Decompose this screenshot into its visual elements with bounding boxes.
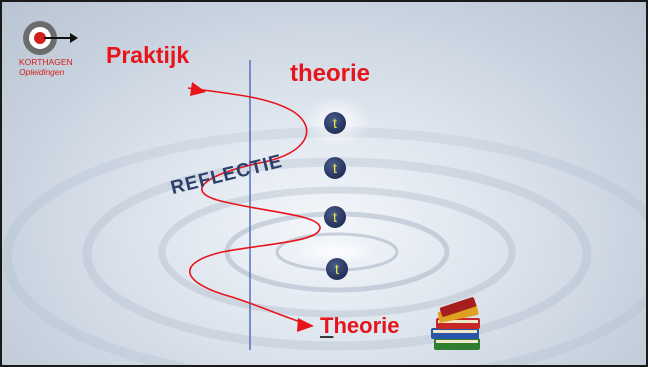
theorie-first-letter: T bbox=[320, 313, 333, 338]
reflection-wave-line bbox=[188, 88, 320, 324]
theory-point-3: t bbox=[324, 206, 346, 228]
books-icon bbox=[428, 296, 486, 354]
wave-end-arrow-icon bbox=[297, 318, 314, 332]
theorie-small-label: theorie bbox=[290, 60, 370, 88]
wave-start-arrow-icon bbox=[190, 82, 206, 96]
theory-point-4: t bbox=[326, 258, 348, 280]
theory-point-1: t bbox=[324, 112, 346, 134]
theorie-big-label: Theorie bbox=[320, 313, 399, 339]
theory-point-2: t bbox=[324, 157, 346, 179]
praktijk-label: Praktijk bbox=[106, 42, 189, 69]
theorie-rest: heorie bbox=[333, 313, 399, 338]
